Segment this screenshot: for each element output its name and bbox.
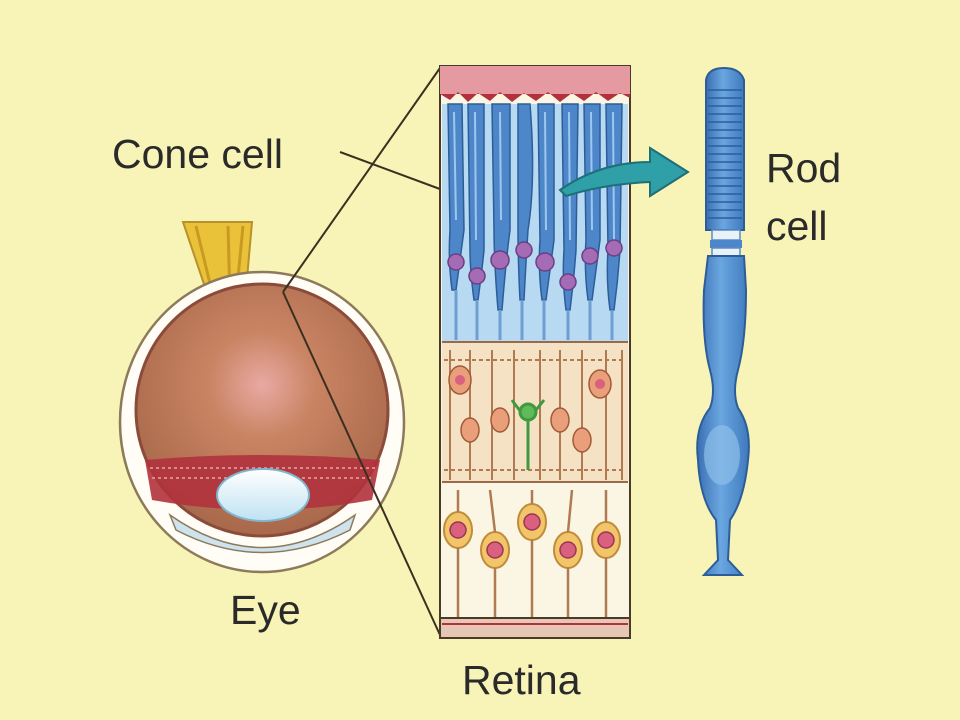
- retina-label: Retina: [462, 657, 581, 703]
- rod-arrow: [558, 146, 690, 198]
- rod-cell-label-line1: Rod: [766, 145, 842, 191]
- amacrine-cell: [510, 399, 546, 470]
- eye-lens: [216, 468, 310, 522]
- photoreceptor-nuclei: [447, 239, 623, 291]
- eye-label: Eye: [230, 587, 301, 633]
- cone-cell-label: Cone cell: [112, 131, 283, 177]
- ganglion-layer: [443, 489, 621, 618]
- retina-panel: [439, 65, 631, 639]
- connector-lines: [282, 67, 449, 636]
- rod-cell-illustration: [696, 66, 750, 576]
- rod-cell-label-line2: cell: [766, 203, 828, 249]
- eye-illustration: [118, 221, 406, 574]
